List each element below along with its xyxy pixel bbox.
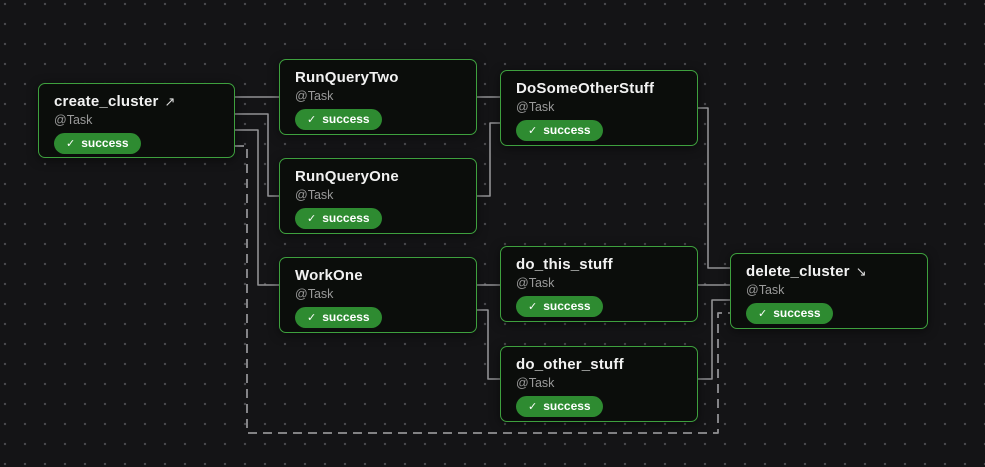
task-name-label: RunQueryTwo bbox=[295, 69, 399, 86]
status-label: success bbox=[81, 136, 129, 150]
status-badge: ✓ success bbox=[516, 296, 603, 318]
status-label: success bbox=[543, 399, 591, 413]
task-title: DoSomeOtherStuff bbox=[516, 80, 682, 97]
status-label: success bbox=[322, 310, 370, 324]
task-node-RunQueryOne[interactable]: RunQueryOne @Task ✓ success bbox=[279, 158, 477, 234]
check-icon: ✓ bbox=[307, 113, 317, 126]
workflow-direction-arrow-icon: ↗ bbox=[164, 94, 176, 109]
task-name-label: delete_cluster bbox=[746, 263, 850, 280]
status-badge: ✓ success bbox=[295, 307, 382, 329]
check-icon: ✓ bbox=[528, 300, 538, 313]
task-node-delete_cluster[interactable]: delete_cluster ↘ @Task ✓ success bbox=[730, 253, 928, 329]
check-icon: ✓ bbox=[66, 137, 76, 150]
task-type-label: @Task bbox=[516, 376, 555, 390]
check-icon: ✓ bbox=[758, 307, 768, 320]
task-name-label: DoSomeOtherStuff bbox=[516, 80, 655, 97]
edge-create_cluster-to-RunQueryOne bbox=[235, 113, 279, 197]
edge-RunQueryOne-to-DoSomeOtherStuff bbox=[477, 122, 500, 197]
edge-create_cluster-to-delete_cluster bbox=[235, 145, 730, 434]
status-label: success bbox=[322, 112, 370, 126]
task-node-do_this_stuff[interactable]: do_this_stuff @Task ✓ success bbox=[500, 246, 698, 322]
task-title: WorkOne bbox=[295, 267, 461, 284]
status-badge: ✓ success bbox=[295, 109, 382, 131]
status-label: success bbox=[773, 306, 821, 320]
task-name-label: do_other_stuff bbox=[516, 356, 624, 373]
status-badge: ✓ success bbox=[516, 120, 603, 142]
task-type-label: @Task bbox=[295, 287, 334, 301]
task-type-label: @Task bbox=[746, 283, 785, 297]
edge-create_cluster-to-WorkOne bbox=[235, 129, 279, 286]
edge-do_other_stuff-to-delete_cluster bbox=[698, 299, 730, 380]
status-label: success bbox=[322, 211, 370, 225]
status-badge: ✓ success bbox=[516, 396, 603, 418]
task-title: create_cluster ↗ bbox=[54, 93, 219, 110]
task-node-RunQueryTwo[interactable]: RunQueryTwo @Task ✓ success bbox=[279, 59, 477, 135]
status-badge: ✓ success bbox=[746, 303, 833, 325]
task-node-do_other_stuff[interactable]: do_other_stuff @Task ✓ success bbox=[500, 346, 698, 422]
task-title: do_other_stuff bbox=[516, 356, 682, 373]
status-badge: ✓ success bbox=[54, 133, 141, 155]
task-type-label: @Task bbox=[295, 89, 334, 103]
task-type-label: @Task bbox=[516, 276, 555, 290]
status-label: success bbox=[543, 299, 591, 313]
task-title: RunQueryOne bbox=[295, 168, 461, 185]
check-icon: ✓ bbox=[307, 311, 317, 324]
task-name-label: do_this_stuff bbox=[516, 256, 613, 273]
check-icon: ✓ bbox=[307, 212, 317, 225]
task-title: delete_cluster ↘ bbox=[746, 263, 912, 280]
edge-WorkOne-to-do_other_stuff bbox=[477, 309, 500, 380]
check-icon: ✓ bbox=[528, 400, 538, 413]
task-type-label: @Task bbox=[295, 188, 334, 202]
task-type-label: @Task bbox=[54, 113, 93, 127]
task-node-create_cluster[interactable]: create_cluster ↗ @Task ✓ success bbox=[38, 83, 235, 158]
edge-DoSomeOtherStuff-to-delete_cluster bbox=[698, 107, 730, 269]
task-type-label: @Task bbox=[516, 100, 555, 114]
task-name-label: WorkOne bbox=[295, 267, 363, 284]
status-label: success bbox=[543, 123, 591, 137]
task-name-label: create_cluster bbox=[54, 93, 159, 110]
workflow-direction-arrow-icon: ↘ bbox=[855, 264, 867, 279]
status-badge: ✓ success bbox=[295, 208, 382, 230]
task-title: do_this_stuff bbox=[516, 256, 682, 273]
task-node-WorkOne[interactable]: WorkOne @Task ✓ success bbox=[279, 257, 477, 333]
task-title: RunQueryTwo bbox=[295, 69, 461, 86]
check-icon: ✓ bbox=[528, 124, 538, 137]
task-name-label: RunQueryOne bbox=[295, 168, 399, 185]
task-node-DoSomeOtherStuff[interactable]: DoSomeOtherStuff @Task ✓ success bbox=[500, 70, 698, 146]
